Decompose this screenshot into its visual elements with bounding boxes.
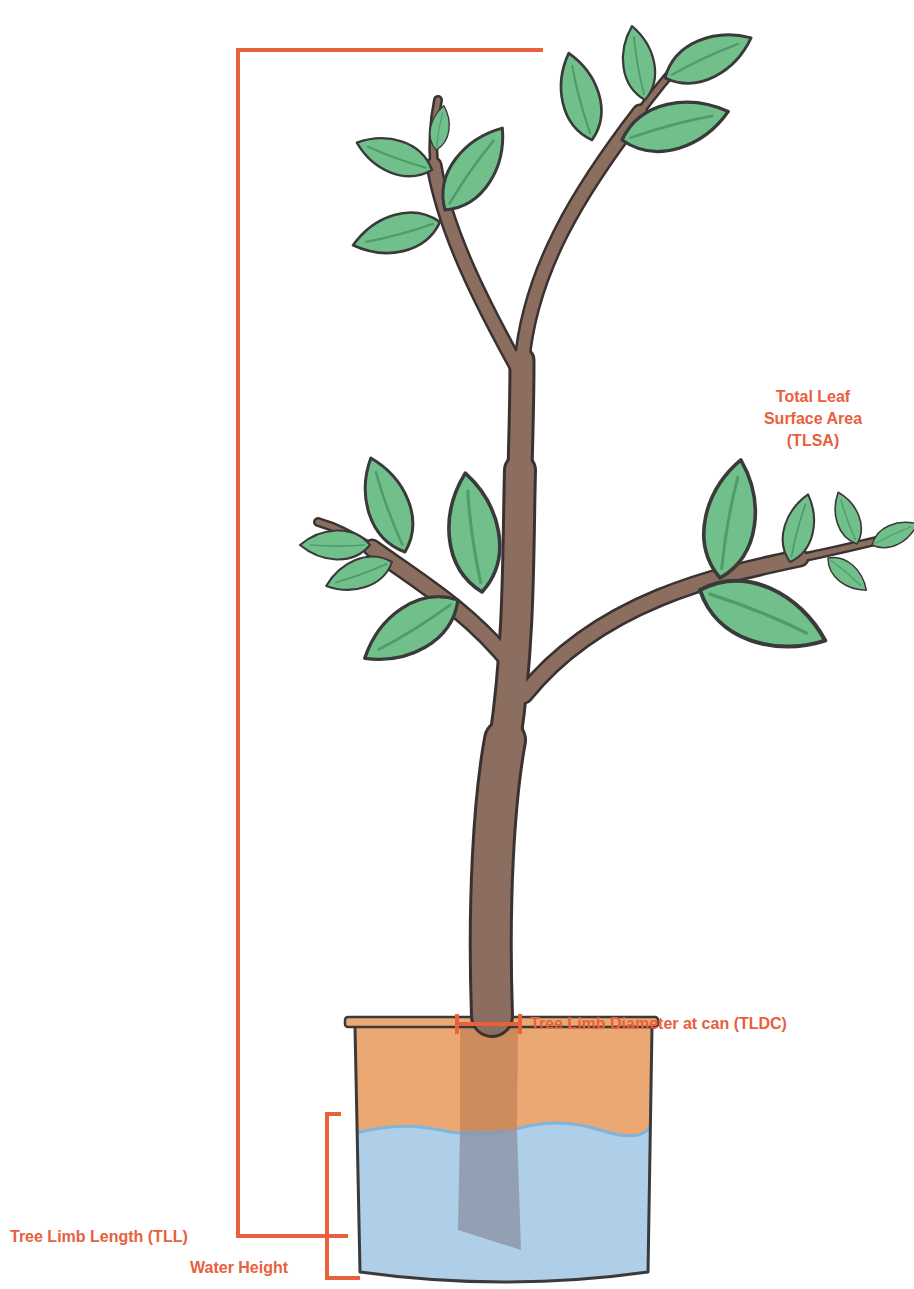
leaf: [821, 550, 873, 598]
limb-in-can: [460, 1027, 518, 1130]
water: [357, 1123, 650, 1282]
leaf: [776, 491, 822, 566]
branch-fills: [318, 60, 880, 1016]
leaf: [690, 564, 836, 666]
leaf: [351, 127, 437, 185]
leaf: [441, 470, 507, 596]
leaf: [657, 20, 760, 96]
trunk-outline: [505, 470, 520, 740]
leaf: [427, 104, 453, 152]
leaf: [617, 23, 661, 102]
brackets: [238, 50, 543, 1278]
leaf: [828, 488, 868, 547]
leaf: [616, 90, 734, 162]
dimension-label: Tree Limb Length (TLL): [10, 1226, 188, 1248]
branch: [800, 540, 880, 558]
length-bracket: [238, 50, 543, 1236]
leaf: [300, 531, 370, 560]
trunk-outline: [491, 740, 505, 1016]
trunk: [491, 740, 505, 1016]
limb-in-water: [458, 1130, 521, 1250]
area-label: Total Leaf Surface Area (TLSA): [758, 386, 868, 452]
branch-outline: [522, 112, 640, 362]
branch-outline: [800, 540, 880, 558]
dimension-label: Water Height: [190, 1257, 288, 1279]
branch-outlines: [318, 60, 880, 1016]
leaf: [348, 204, 445, 263]
dimension-label: Tree Limb Diameter at can (TLDC): [530, 1013, 787, 1035]
leaf: [868, 515, 914, 555]
branch: [522, 112, 640, 362]
leaves: [300, 20, 914, 678]
diameter-bracket: [457, 1014, 520, 1034]
water-height-bracket: [327, 1114, 360, 1278]
leaf: [321, 548, 397, 599]
can-body: [355, 1027, 652, 1282]
leaf: [551, 48, 610, 145]
can-outline: [355, 1027, 652, 1282]
leaf: [696, 456, 766, 583]
trunk: [505, 470, 520, 740]
leaf: [353, 581, 470, 678]
